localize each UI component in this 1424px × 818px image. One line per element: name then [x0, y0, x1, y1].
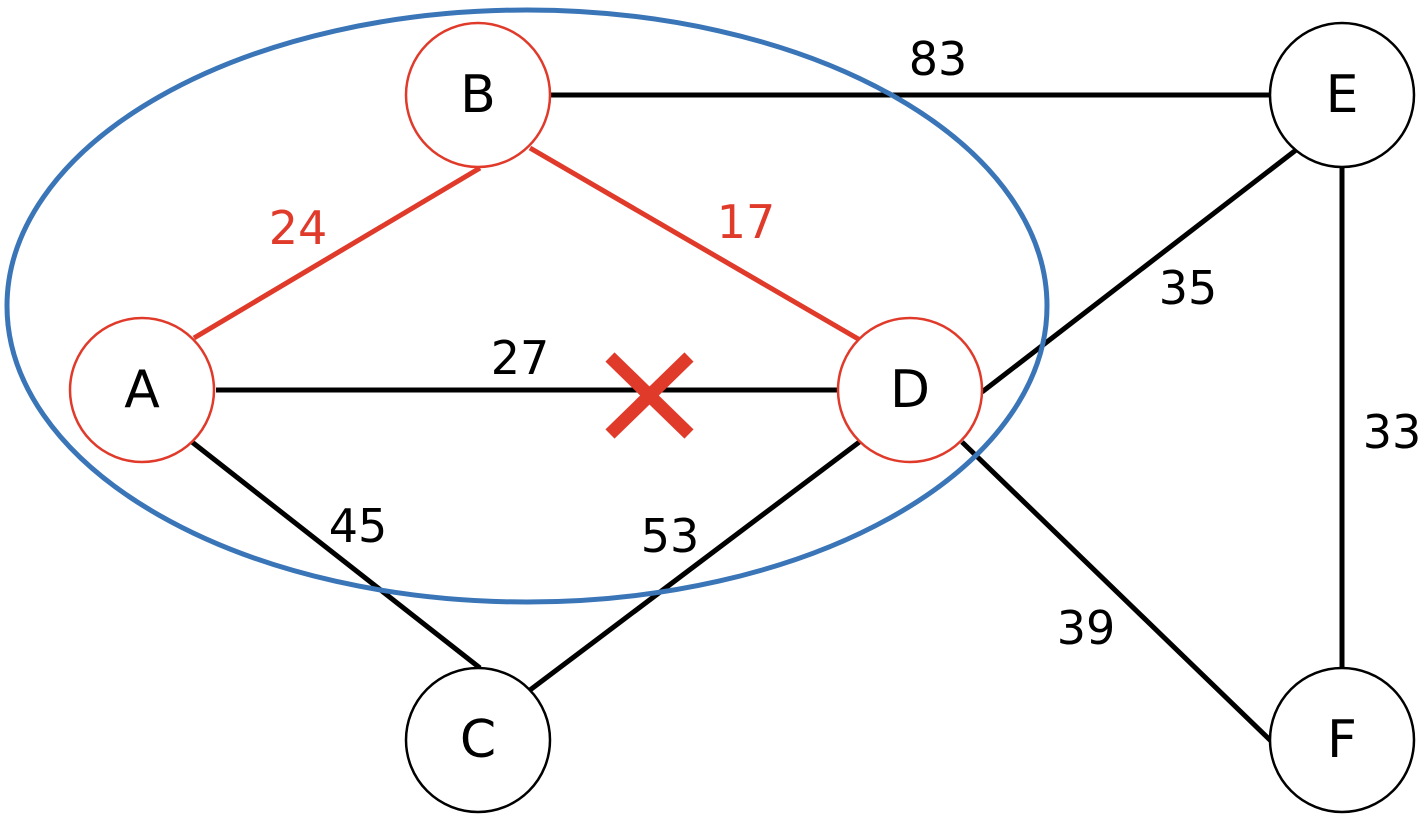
node-f-label: F	[1327, 710, 1357, 770]
edge-d-e	[980, 148, 1298, 394]
node-a-circle	[68, 316, 216, 464]
edge-b-d-weight: 17	[717, 195, 776, 249]
node-e-label: E	[1326, 65, 1359, 125]
node-d-circle	[836, 316, 984, 464]
node-a: A	[68, 316, 216, 464]
edge-labels: 24 17 83 27 45 53 35 39 33	[269, 32, 1422, 655]
edge-a-c	[190, 440, 482, 670]
edge-a-b-weight: 24	[269, 201, 328, 255]
nodes: A B C D E F	[68, 21, 1416, 814]
edge-c-d-weight: 53	[641, 509, 700, 563]
node-a-label: A	[124, 360, 160, 420]
edge-b-e-weight: 83	[909, 32, 968, 86]
node-d-label: D	[890, 360, 930, 420]
node-f-circle	[1268, 666, 1416, 814]
node-b-circle	[404, 21, 552, 169]
edge-a-b	[192, 165, 482, 341]
node-c-label: C	[460, 710, 496, 770]
node-b: B	[404, 21, 552, 169]
node-d: D	[836, 316, 984, 464]
edge-b-d	[528, 145, 862, 343]
edge-d-f	[960, 440, 1274, 744]
edge-d-f-weight: 39	[1057, 601, 1116, 655]
edge-e-f-weight: 33	[1363, 405, 1422, 459]
edge-a-c-weight: 45	[329, 499, 388, 553]
node-e-circle	[1268, 21, 1416, 169]
edge-d-e-weight: 35	[1159, 261, 1218, 315]
node-c-circle	[404, 666, 552, 814]
node-c: C	[404, 666, 552, 814]
node-b-label: B	[460, 65, 496, 125]
node-e: E	[1268, 21, 1416, 169]
cross-mark-icon	[605, 352, 694, 439]
edge-a-d-weight: 27	[491, 331, 550, 385]
edges	[190, 92, 1345, 744]
node-f: F	[1268, 666, 1416, 814]
edge-c-d	[528, 438, 864, 692]
group-outline	[4, 7, 1050, 605]
